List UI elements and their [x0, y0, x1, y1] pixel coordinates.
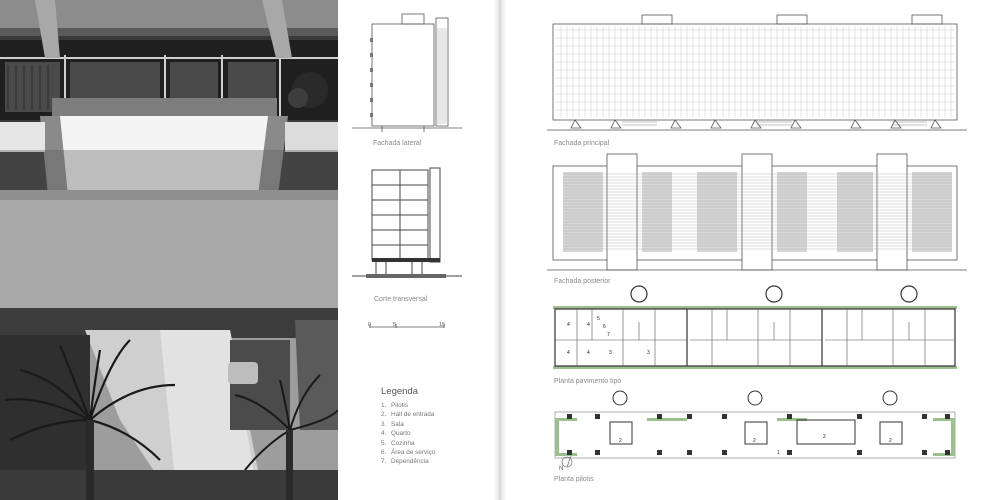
cross-section-drawing [352, 167, 462, 278]
rear-facade-drawing [547, 153, 967, 271]
room-label: 2 [753, 438, 756, 444]
legend-item: 1.Pilotis [381, 402, 409, 409]
scale-bar [369, 324, 445, 328]
legend: Legenda 1.Pilotis 2.Hall de entrada 3.Sa… [381, 386, 491, 467]
room-label: 2 [619, 438, 622, 444]
north-label: N [559, 466, 563, 472]
side-facade-drawing [352, 13, 462, 132]
legend-item: 2.Hall de entrada [381, 411, 435, 419]
legend-item: 5.Cozinha [381, 439, 415, 447]
main-facade-caption: Fachada principal [554, 140, 610, 147]
room-label: 7 [607, 332, 610, 338]
room-label: 6 [603, 324, 606, 330]
north-arrow-icon [561, 455, 573, 468]
left-page: Fachada lateral Corte transversal [0, 0, 493, 500]
legend-item: 3.Sala [381, 420, 404, 428]
scale-label-0: 0 [368, 322, 372, 328]
right-page: Fachada principal Fachada posterior [507, 0, 1000, 500]
side-facade-caption: Fachada lateral [373, 140, 422, 147]
room-label: 3 [609, 350, 612, 356]
pilotis-caption: Planta pilotis [554, 476, 594, 483]
legend-item: 4.Quarto [381, 430, 411, 438]
pilotis-plan: 2 2 2 2 1 N [554, 390, 956, 472]
legend-item: 6.Área de serviço [381, 449, 436, 457]
legend-list: 1.Pilotis 2.Hall de entrada 3.Sala 4.Qua… [381, 401, 491, 467]
room-label: 3 [647, 350, 650, 356]
rear-facade-caption: Fachada posterior [554, 278, 611, 285]
legend-item: 7.Dependência [381, 458, 429, 466]
room-label: 2 [823, 434, 826, 440]
legend-title: Legenda [381, 386, 418, 397]
room-label: 4 [567, 322, 570, 328]
room-label: 4 [567, 350, 570, 356]
book-gutter [493, 0, 507, 500]
building-photo [0, 0, 338, 500]
room-label: 1 [777, 450, 780, 456]
room-label: 4 [587, 350, 590, 356]
room-label: 5 [597, 316, 600, 322]
room-label: 2 [889, 438, 892, 444]
scale-label-15: 15 [439, 322, 446, 328]
typical-floor-caption: Planta pavimento tipo [554, 378, 622, 385]
typical-floor-plan: 4 4 5 6 7 3 4 4 3 [553, 285, 957, 369]
room-label: 4 [587, 322, 590, 328]
scale-label-5: 5 [393, 322, 397, 328]
main-facade-drawing [547, 14, 967, 131]
cross-section-caption: Corte transversal [374, 296, 428, 303]
